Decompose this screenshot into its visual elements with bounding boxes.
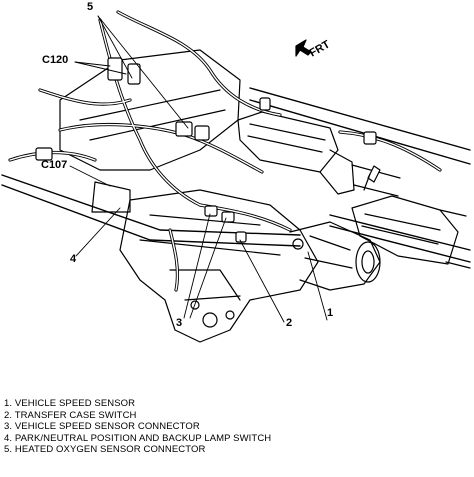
catalytic-converter-upper — [237, 111, 401, 197]
callout-3: 3 — [176, 317, 183, 329]
catalytic-converter-lower — [351, 195, 471, 269]
transmission-case — [119, 189, 319, 343]
wiring-harness-illustration — [1, 10, 471, 343]
callout-c120: C120 — [42, 54, 69, 66]
legend-item-1: 1. VEHICLE SPEED SENSOR — [4, 398, 136, 409]
parts-legend: 1. VEHICLE SPEED SENSOR 2. TRANSFER CASE… — [4, 398, 470, 456]
oxygen-sensor — [363, 165, 381, 191]
callout-4: 4 — [70, 253, 77, 265]
wiring-harness-inner — [9, 11, 441, 291]
harness-connectors — [35, 57, 377, 243]
legend-item-2: 2. TRANSFER CASE SWITCH — [4, 409, 137, 421]
output-housing — [289, 221, 381, 291]
wiring-harness — [8, 10, 442, 292]
leader-lines — [69, 15, 328, 323]
callout-1: 1 — [327, 307, 334, 319]
front-arrow-icon — [295, 39, 312, 57]
legend-item-4: 4. PARK/NEUTRAL POSITION AND BACKUP LAMP… — [4, 432, 272, 444]
legend-item-3: 3. VEHICLE SPEED SENSOR CONNECTOR — [4, 421, 200, 432]
engine-block — [59, 49, 241, 213]
callout-5: 5 — [87, 1, 94, 13]
legend-item-5: 5. HEATED OXYGEN SENSOR CONNECTOR — [4, 444, 206, 455]
callout-2: 2 — [286, 317, 293, 329]
callout-c107: C107 — [41, 159, 68, 171]
